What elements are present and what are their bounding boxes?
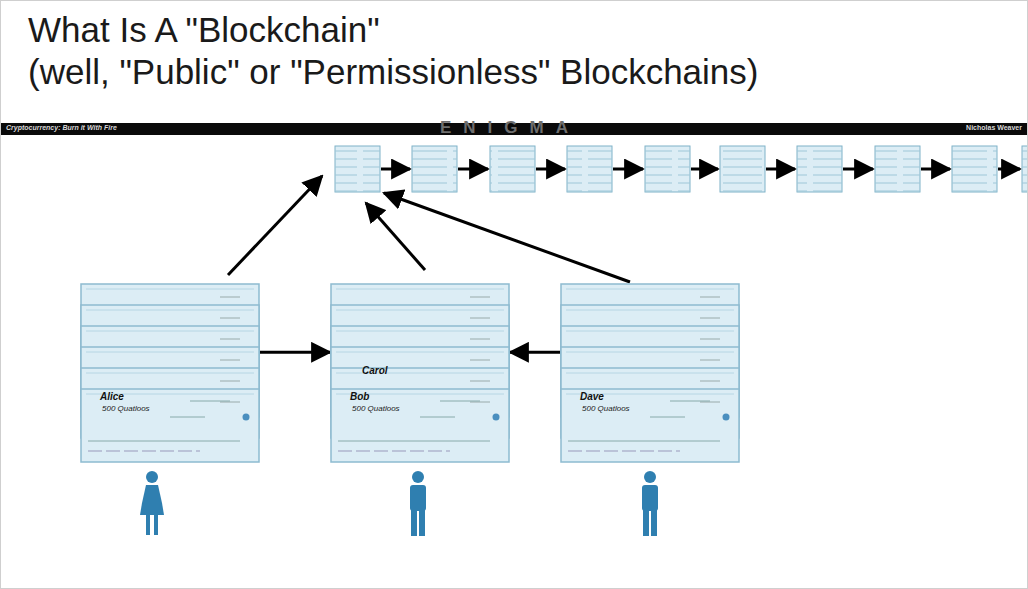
- ledger-stack: Dave 500 Quatloos: [560, 283, 740, 463]
- ledger-stack: Alice 500 Quatloos: [80, 283, 260, 463]
- check-payee: Carol: [362, 365, 388, 376]
- check-stack: [560, 283, 740, 463]
- header-author: Nicholas Weaver: [966, 124, 1022, 131]
- payment-arrow: [260, 351, 330, 354]
- header-logo: ENIGMA: [440, 118, 580, 138]
- block-chain: [335, 146, 1028, 192]
- check-stack: [80, 283, 260, 463]
- slide-subtitle: (well, "Public" or "Permissionless" Bloc…: [28, 52, 758, 92]
- check-amount: 500 Quatloos: [102, 404, 150, 413]
- ledger-stack: CarolBob 500 Quatloos: [330, 283, 510, 463]
- person-icon: [140, 471, 164, 535]
- header-note: Cryptocurrency: Burn it With Fire: [6, 124, 117, 131]
- person-icon: [410, 471, 426, 536]
- slide-title: What Is A "Blockchain": [28, 10, 380, 50]
- submit-arrow: [366, 203, 425, 270]
- check-payee: Alice: [100, 391, 124, 402]
- check-amount: 500 Quatloos: [352, 404, 400, 413]
- check-amount: 500 Quatloos: [582, 404, 630, 413]
- payment-arrow: [510, 351, 560, 354]
- submit-arrow: [228, 176, 322, 275]
- check-payee: Dave: [580, 391, 604, 402]
- person-icon: [642, 471, 658, 536]
- check-stack: [330, 283, 510, 463]
- check-payee: Bob: [350, 391, 369, 402]
- submit-arrow: [384, 193, 630, 282]
